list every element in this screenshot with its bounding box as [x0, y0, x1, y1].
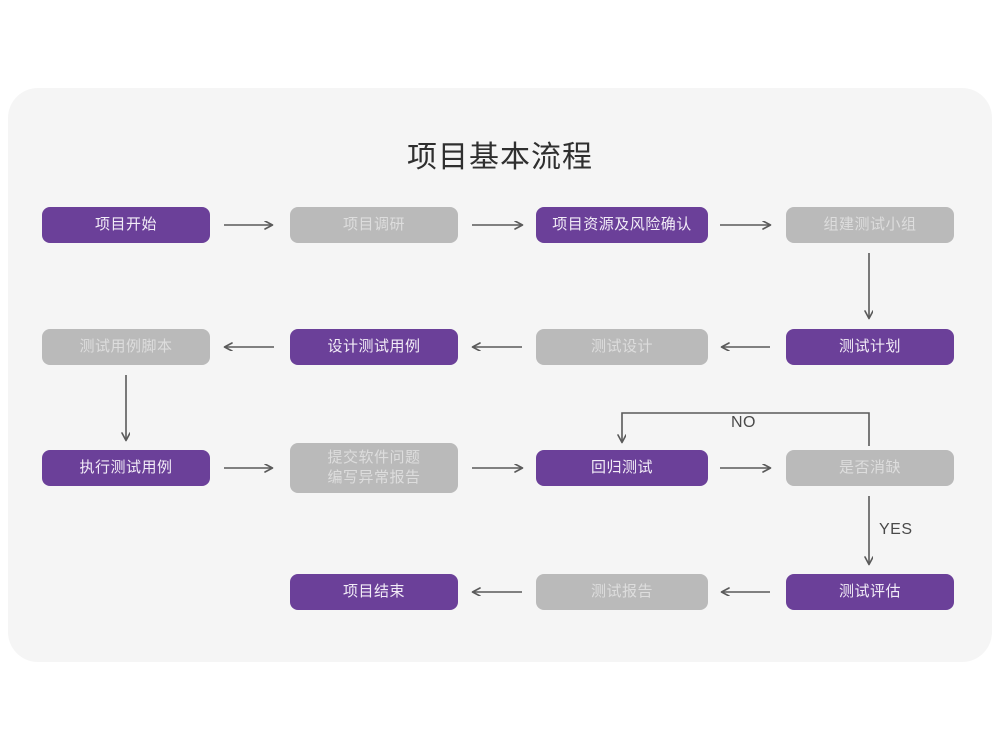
edge-label-yes: YES [879, 521, 913, 538]
node-regression-test[interactable]: 回归测试 [536, 450, 708, 486]
node-test-plan[interactable]: 测试计划 [786, 329, 954, 365]
node-test-report[interactable]: 测试报告 [536, 574, 708, 610]
node-test-design[interactable]: 测试设计 [536, 329, 708, 365]
edge-label-no: NO [731, 414, 756, 431]
node-test-case-script[interactable]: 测试用例脚本 [42, 329, 210, 365]
page-title: 项目基本流程 [407, 141, 593, 174]
node-build-test-team[interactable]: 组建测试小组 [786, 207, 954, 243]
node-submit-issue-report[interactable]: 提交软件问题 编写异常报告 [290, 443, 458, 493]
node-design-test-case[interactable]: 设计测试用例 [290, 329, 458, 365]
node-project-research[interactable]: 项目调研 [290, 207, 458, 243]
node-project-end[interactable]: 项目结束 [290, 574, 458, 610]
node-resource-risk-confirm[interactable]: 项目资源及风险确认 [536, 207, 708, 243]
node-test-evaluation[interactable]: 测试评估 [786, 574, 954, 610]
node-defect-resolved[interactable]: 是否消缺 [786, 450, 954, 486]
diagram-panel [8, 88, 992, 662]
node-project-start[interactable]: 项目开始 [42, 207, 210, 243]
node-execute-test-case[interactable]: 执行测试用例 [42, 450, 210, 486]
